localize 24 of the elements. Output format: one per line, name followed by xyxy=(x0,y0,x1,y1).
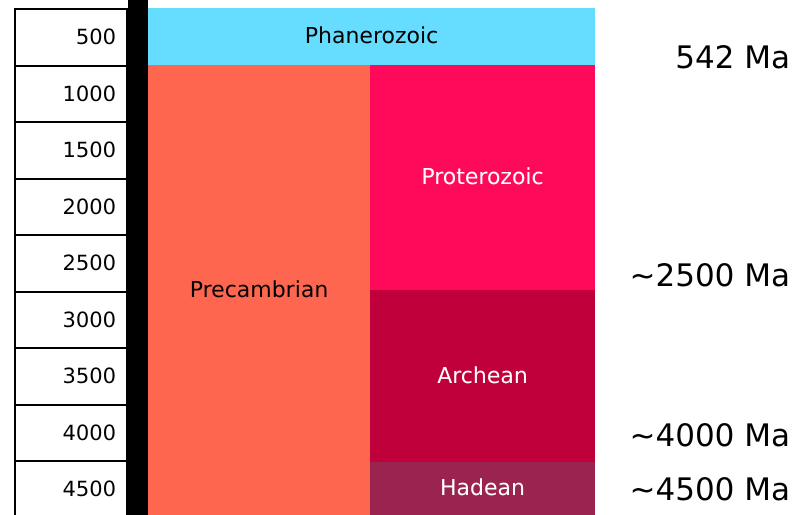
era-band xyxy=(148,8,595,65)
scale-value: 4000 xyxy=(14,404,128,462)
age-label: ~2500 Ma xyxy=(630,258,790,294)
eon-label: Phanerozoic xyxy=(304,24,438,49)
age-label: ~4000 Ma xyxy=(630,418,790,454)
scale-value: 2000 xyxy=(14,178,128,236)
eon-band xyxy=(370,290,595,462)
eon-label: Precambrian xyxy=(190,278,328,302)
eon-band xyxy=(370,462,595,515)
scale-value: 4500 xyxy=(14,460,128,515)
eon-label: Archean xyxy=(437,364,528,388)
age-label: ~4500 Ma xyxy=(630,472,790,508)
scale-value: 2500 xyxy=(14,234,128,292)
scale-value: 3500 xyxy=(14,347,128,406)
eon-band xyxy=(370,65,595,290)
scale-bar xyxy=(128,0,148,515)
age-label: 542 Ma xyxy=(675,40,790,76)
eon-label: Hadean xyxy=(440,476,525,501)
scale-value: 3000 xyxy=(14,290,128,349)
scale-value: 1000 xyxy=(14,64,128,123)
scale-value: 500 xyxy=(14,8,128,66)
eon-band xyxy=(148,65,370,515)
eon-label: Proterozoic xyxy=(421,165,544,190)
scale-value: 1500 xyxy=(14,121,128,180)
